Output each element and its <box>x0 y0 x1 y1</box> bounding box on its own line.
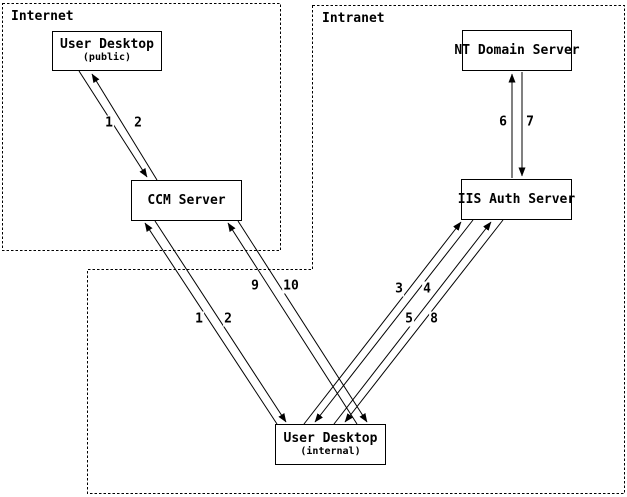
intranet-zone-border <box>87 5 625 494</box>
arrow-label-7: 7 <box>525 114 535 130</box>
node-user-desktop-public: User Desktop (public) <box>52 31 162 71</box>
arrow-2-ccm-to-internal <box>154 220 287 423</box>
internet-zone-label: Internet <box>11 9 74 24</box>
node-iis-auth-server: IIS Auth Server <box>457 179 576 220</box>
arrow-label-9: 9 <box>250 278 260 294</box>
node-title: IIS Auth Server <box>457 191 576 207</box>
arrow-label-2-internal: 2 <box>223 311 233 327</box>
node-title: User Desktop <box>283 430 378 446</box>
node-title: CCM Server <box>147 192 226 208</box>
arrow-label-1-public: 1 <box>104 115 114 131</box>
arrow-label-8: 8 <box>429 311 439 327</box>
arrow-10-ccm-to-internal <box>237 220 368 423</box>
arrow-3-internal-to-iis <box>303 221 462 425</box>
arrow-label-1-internal: 1 <box>194 311 204 327</box>
node-title: NT Domain Server <box>454 42 580 58</box>
node-user-desktop-internal: User Desktop (internal) <box>275 424 386 465</box>
arrow-label-6: 6 <box>498 114 508 130</box>
node-title: User Desktop <box>60 37 154 53</box>
intranet-zone-label: Intranet <box>322 11 385 26</box>
arrow-label-2-public: 2 <box>133 115 143 131</box>
arrow-label-5: 5 <box>404 311 414 327</box>
internet-zone-border <box>2 3 281 251</box>
node-subtitle: (public) <box>82 52 132 64</box>
node-ccm-server: CCM Server <box>131 180 242 221</box>
arrow-4-iis-to-internal <box>314 219 474 423</box>
arrow-1-internal-to-ccm <box>144 222 278 425</box>
arrow-2-ccm-to-public <box>91 73 158 181</box>
arrow-8-iis-to-internal <box>344 219 504 423</box>
arrow-label-3: 3 <box>394 281 404 297</box>
arrow-label-10: 10 <box>282 278 300 294</box>
node-nt-domain-server: NT Domain Server <box>454 30 580 71</box>
node-subtitle: (internal) <box>300 445 361 457</box>
arrow-9-internal-to-ccm <box>227 222 358 425</box>
arrow-label-4: 4 <box>422 281 432 297</box>
